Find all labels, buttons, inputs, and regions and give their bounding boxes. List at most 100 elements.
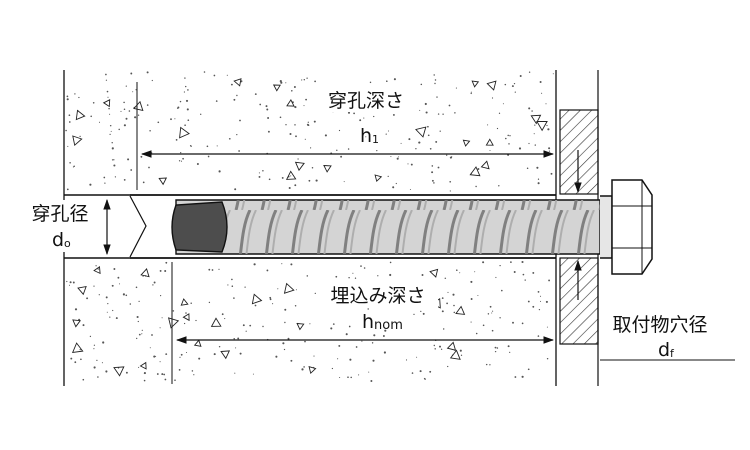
- aggregate-dot: [306, 77, 308, 79]
- aggregate-dot: [185, 312, 187, 314]
- aggregate-dot: [422, 312, 425, 315]
- aggregate-dot: [138, 366, 140, 368]
- aggregate-dot: [460, 354, 463, 356]
- aggregate-dot: [174, 118, 176, 120]
- aggregate-dot: [538, 308, 541, 311]
- aggregate-dot: [434, 82, 436, 85]
- hole-depth-dimension: 穿孔深さ h 1: [140, 86, 555, 158]
- aggregate-dot: [372, 359, 375, 362]
- aggregate-dot: [552, 73, 554, 75]
- aggregate-dot: [416, 356, 418, 358]
- aggregate-dot: [436, 96, 438, 98]
- aggregate-dot: [429, 147, 432, 150]
- aggregate-dot: [548, 150, 550, 152]
- aggregate-dot: [446, 154, 448, 156]
- aggregate-dot: [249, 324, 252, 327]
- fixture-lower: [559, 257, 599, 345]
- aggregate-dot: [164, 378, 167, 381]
- aggregate-dot: [547, 128, 550, 131]
- aggregate-dot: [338, 129, 341, 132]
- anchor-tip: [171, 201, 228, 253]
- aggregate-dot: [109, 133, 111, 136]
- aggregate-dot: [392, 113, 395, 116]
- aggregate-dot: [72, 281, 75, 284]
- aggregate-dot: [105, 79, 108, 81]
- aggregate-dot: [170, 118, 172, 121]
- aggregate-dot: [113, 268, 116, 270]
- aggregate-dot: [208, 301, 211, 304]
- aggregate-dot: [142, 181, 145, 184]
- aggregate-dot: [398, 156, 400, 158]
- aggregate-dot: [156, 373, 159, 375]
- aggregate-dot: [123, 101, 125, 104]
- aggregate-dot: [112, 309, 114, 312]
- aggregate-dot: [452, 293, 455, 296]
- aggregate-dot: [138, 333, 141, 336]
- aggregate-dot: [228, 137, 231, 140]
- aggregate-dot: [215, 100, 218, 102]
- embed-depth-subscript: nom: [374, 318, 403, 333]
- aggregate-dot: [303, 105, 305, 107]
- aggregate-dot: [509, 351, 511, 353]
- aggregate-dot: [130, 169, 133, 171]
- aggregate-dot: [311, 167, 314, 169]
- aggregate-dot: [89, 183, 92, 186]
- aggregate-dot: [129, 303, 132, 305]
- aggregate-dot: [546, 357, 549, 360]
- aggregate-dot: [103, 176, 106, 179]
- aggregate-dot: [290, 359, 293, 362]
- aggregate-dot: [95, 265, 97, 267]
- aggregate-dot: [376, 149, 378, 152]
- fixture-hole-symbol: d: [658, 339, 670, 361]
- aggregate-dot: [269, 296, 272, 299]
- aggregate-dot: [359, 119, 362, 122]
- aggregate-dot: [136, 337, 138, 340]
- aggregate-dot: [485, 363, 488, 366]
- aggregate-dot: [244, 286, 246, 288]
- anchor-bolt: [171, 179, 653, 275]
- aggregate-dot: [545, 103, 547, 105]
- aggregate-dot: [143, 379, 146, 382]
- aggregate-stone: [446, 341, 457, 351]
- aggregate-dot: [152, 284, 154, 286]
- aggregate-dot: [304, 340, 306, 343]
- aggregate-dot: [441, 297, 444, 299]
- aggregate-dot: [459, 272, 461, 274]
- aggregate-dot: [216, 145, 218, 147]
- aggregate-dot: [442, 113, 444, 115]
- aggregate-dot: [427, 134, 430, 137]
- aggregate-dot: [149, 347, 151, 349]
- aggregate-dot: [73, 165, 75, 168]
- aggregate-dot: [384, 329, 387, 332]
- aggregate-dot: [514, 91, 516, 93]
- aggregate-dot: [282, 342, 285, 345]
- aggregate-dot: [331, 367, 334, 370]
- aggregate-dot: [231, 278, 233, 281]
- aggregate-dot: [419, 109, 421, 111]
- aggregate-dot: [284, 321, 286, 324]
- aggregate-dot: [104, 182, 106, 184]
- aggregate-dot: [528, 107, 531, 110]
- aggregate-dot: [79, 135, 81, 138]
- aggregate-dot: [265, 105, 268, 108]
- aggregate-stone: [210, 317, 222, 327]
- aggregate-dot: [389, 273, 392, 277]
- aggregate-dot: [314, 292, 316, 295]
- aggregate-stone: [471, 80, 480, 88]
- aggregate-dot: [227, 284, 229, 286]
- aggregate-dot: [295, 135, 297, 138]
- aggregate-stone: [72, 319, 82, 328]
- aggregate-dot: [502, 103, 504, 105]
- aggregate-dot: [184, 77, 186, 79]
- aggregate-dot: [477, 168, 480, 170]
- aggregate-dot: [492, 310, 494, 312]
- aggregate-dot: [120, 110, 122, 112]
- aggregate-dot: [355, 346, 358, 348]
- aggregate-dot: [66, 98, 69, 101]
- aggregate-dot: [122, 293, 125, 296]
- aggregate-dot: [90, 115, 92, 118]
- aggregate-dot: [407, 163, 409, 165]
- aggregate-dot: [231, 285, 234, 287]
- aggregate-dot: [72, 166, 74, 168]
- aggregate-dot: [218, 268, 220, 270]
